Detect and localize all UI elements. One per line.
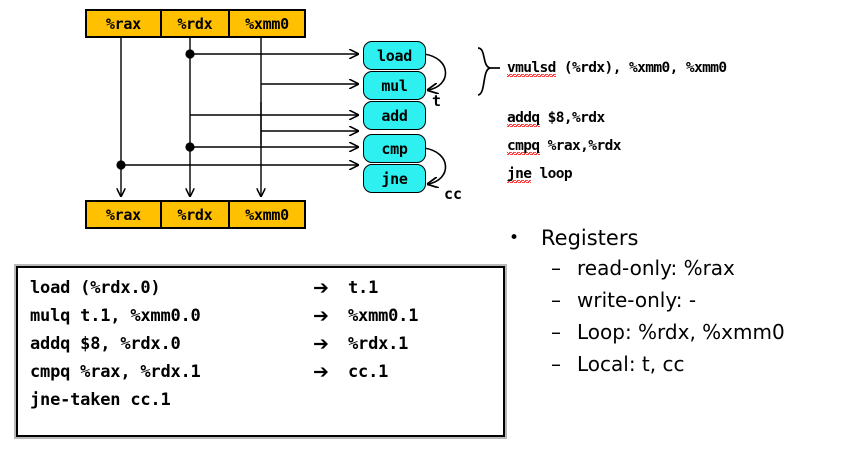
asm-text-rest-1: $8,%rdx: [539, 110, 606, 126]
junction-dot: [116, 160, 126, 170]
register-bank-top: %rax %rdx %xmm0: [85, 9, 306, 38]
asm-line-jne: jne loop: [507, 166, 573, 185]
register-bank-bottom: %rax %rdx %xmm0: [85, 200, 306, 229]
feedback-arc-t: [423, 53, 447, 90]
register-cell-rdx-top[interactable]: %rdx: [159, 11, 228, 36]
code-arrow-1: ➔: [313, 305, 329, 327]
notes-item-3: Local: t, cc: [577, 352, 685, 376]
notes-item-0: read-only: %rax: [577, 256, 735, 280]
operation-box-load[interactable]: load: [363, 41, 426, 70]
code-result-2: %rdx.1: [348, 334, 409, 354]
register-cell-xmm0-top[interactable]: %xmm0: [228, 11, 304, 36]
operation-box-add[interactable]: add: [363, 101, 426, 130]
notes-dash-3: –: [551, 352, 561, 376]
code-arrow-0: ➔: [313, 277, 329, 299]
asm-text-rest-0: (%rdx), %xmm0, %xmm0: [555, 60, 727, 76]
register-cell-rax-bottom[interactable]: %rax: [105, 205, 141, 224]
misspelled-word: vmulsd: [507, 60, 556, 79]
notes-title: Registers: [541, 226, 639, 250]
code-op-1: mulq t.1, %xmm0.0: [30, 306, 201, 326]
code-op-3: cmpq %rax, %rdx.1: [30, 362, 201, 382]
notes-item-1: write-only: -: [577, 288, 697, 312]
asm-line-vmulsd: vmulsd (%rdx), %xmm0, %xmm0: [507, 60, 727, 79]
operation-box-cmp[interactable]: cmp: [363, 134, 426, 163]
code-op-4: jne-taken cc.1: [30, 390, 171, 410]
notes-dash-1: –: [551, 288, 561, 312]
operation-box-mul[interactable]: mul: [363, 71, 426, 100]
code-result-0: t.1: [348, 278, 379, 298]
asm-text-rest-2: %rax,%rdx: [539, 138, 622, 154]
misspelled-word: jne: [507, 166, 532, 185]
junction-dot: [185, 142, 195, 152]
arc-label-t: t: [432, 92, 442, 110]
asm-line-cmpq: cmpq %rax,%rdx: [507, 138, 622, 157]
misspelled-word: cmpq: [507, 138, 540, 157]
group-brace: [477, 47, 491, 96]
register-cell-rax-top[interactable]: %rax: [105, 14, 141, 33]
register-cell-rdx-bottom[interactable]: %rdx: [159, 202, 228, 227]
junction-dot: [185, 49, 195, 59]
code-arrow-3: ➔: [313, 361, 329, 383]
asm-line-addq: addq $8,%rdx: [507, 110, 606, 129]
notes-dash-2: –: [551, 320, 561, 344]
code-op-0: load (%rdx.0): [30, 278, 161, 298]
code-result-3: cc.1: [348, 362, 389, 382]
misspelled-word: addq: [507, 110, 540, 129]
code-arrow-2: ➔: [313, 333, 329, 355]
notes-item-2: Loop: %rdx, %xmm0: [577, 320, 785, 344]
code-result-1: %xmm0.1: [348, 306, 419, 326]
feedback-arc-cc: [423, 147, 447, 184]
notes-dash-0: –: [551, 256, 561, 280]
code-op-2: addq $8, %rdx.0: [30, 334, 181, 354]
arc-label-cc: cc: [444, 185, 463, 203]
asm-text-rest-3: loop: [531, 166, 573, 182]
register-cell-xmm0-bottom[interactable]: %xmm0: [228, 202, 304, 227]
operation-box-jne[interactable]: jne: [363, 164, 426, 193]
bullet-glyph: •: [509, 228, 520, 248]
dataflow-code-box: load (%rdx.0) ➔ t.1 mulq t.1, %xmm0.0 ➔ …: [14, 264, 507, 439]
